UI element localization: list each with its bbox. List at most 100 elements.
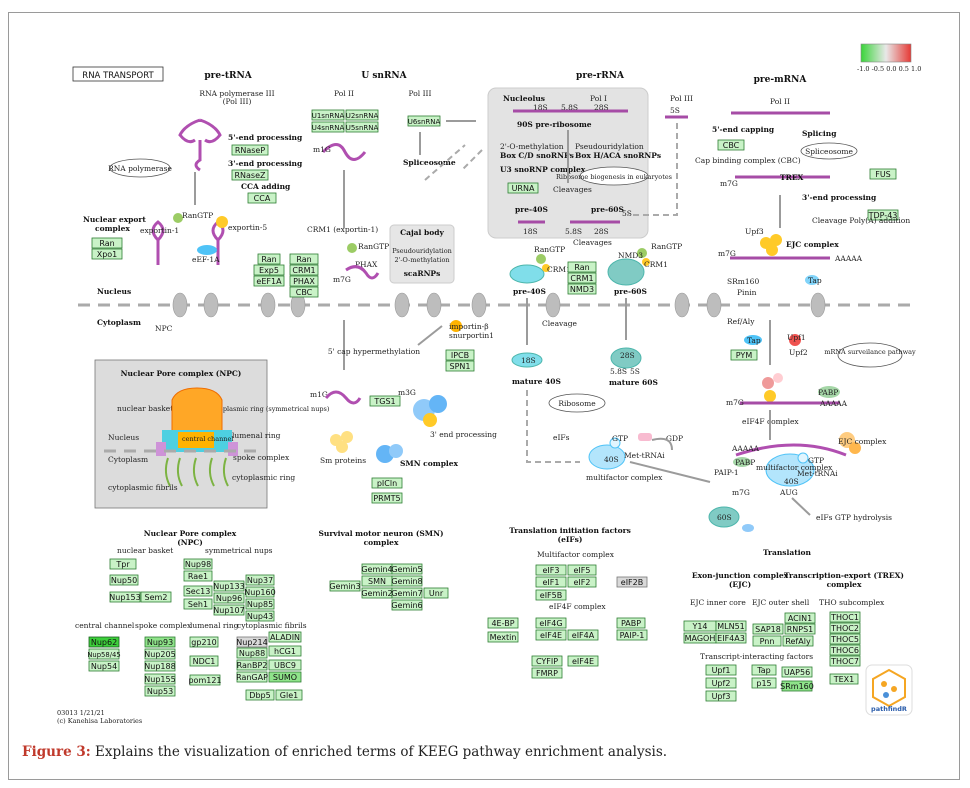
gene-eif3[interactable] — [535, 564, 567, 576]
gene-ubc9[interactable] — [268, 659, 302, 671]
gene-u4snrna[interactable] — [311, 121, 345, 133]
gene-unr[interactable] — [423, 587, 449, 599]
gene-eif4e[interactable] — [567, 655, 599, 667]
gene-crm1-2[interactable] — [567, 272, 597, 284]
gene-acin1[interactable] — [784, 612, 816, 624]
gene-phax[interactable] — [289, 275, 319, 287]
gene-gp210[interactable] — [189, 636, 219, 648]
gene-exp5[interactable] — [253, 264, 285, 276]
gene-pom121[interactable] — [189, 674, 221, 686]
gene-eif5b[interactable] — [535, 589, 567, 601]
gene-u1snrna[interactable] — [311, 109, 345, 121]
ribosome-oval[interactable] — [548, 393, 606, 413]
gene-nup62[interactable] — [88, 636, 120, 648]
gene-nmd3[interactable] — [567, 283, 597, 295]
gene-cca[interactable] — [247, 192, 277, 204]
gene-tdp43[interactable] — [867, 209, 899, 221]
gene-prmt5[interactable] — [371, 492, 403, 504]
gene-p15[interactable] — [751, 677, 777, 689]
gene-gemin3[interactable] — [329, 580, 361, 592]
gene-nup43[interactable] — [245, 610, 275, 622]
gene-thoc6[interactable] — [829, 644, 861, 656]
gene-fus[interactable] — [869, 168, 897, 180]
gene-spn1[interactable] — [445, 360, 475, 372]
gene-nup96[interactable] — [213, 592, 245, 604]
gene-seh1[interactable] — [183, 598, 213, 610]
gene-4e-bp[interactable] — [487, 617, 519, 629]
gene-ran-4[interactable] — [567, 261, 597, 273]
gene-sap18[interactable] — [752, 623, 784, 635]
gene-eif4e[interactable] — [535, 629, 567, 641]
gene-nup214[interactable] — [236, 636, 268, 648]
gene-fmrp[interactable] — [531, 667, 563, 679]
gene-nup88[interactable] — [236, 647, 268, 659]
gene-nup133[interactable] — [213, 580, 245, 592]
gene-xpo1[interactable] — [91, 248, 123, 260]
gene-nup54[interactable] — [88, 660, 120, 672]
gene-nup205[interactable] — [144, 648, 176, 660]
gene-aladin[interactable] — [268, 631, 302, 643]
gene-paip-1[interactable] — [616, 629, 648, 641]
gene-nup37[interactable] — [245, 574, 275, 586]
gene-dbp5[interactable] — [245, 689, 275, 701]
gene-upf3[interactable] — [705, 690, 737, 702]
gene-eif1[interactable] — [535, 576, 567, 588]
gene-srm160[interactable] — [781, 680, 813, 692]
gene-cyfip[interactable] — [531, 655, 563, 667]
gene-gemin5[interactable] — [391, 563, 423, 575]
gene-eif4a3[interactable] — [715, 632, 747, 644]
gene-mextin[interactable] — [487, 631, 519, 643]
gene-ran-2[interactable] — [257, 253, 281, 265]
gene-ipcb[interactable] — [445, 349, 475, 361]
gene-nup85[interactable] — [245, 598, 275, 610]
ribo-bio-oval[interactable] — [579, 166, 649, 186]
gene-rnasep[interactable] — [231, 144, 269, 156]
gene-upf1[interactable] — [705, 664, 737, 676]
gene-thoc7[interactable] — [829, 655, 861, 667]
gene-picln[interactable] — [371, 477, 403, 489]
gene-nup160[interactable] — [245, 586, 275, 598]
gene-eif5[interactable] — [567, 564, 597, 576]
gene-gemin8[interactable] — [391, 575, 423, 587]
spliceosome-oval[interactable] — [800, 142, 858, 160]
gene-thoc1[interactable] — [829, 611, 861, 623]
gene-pabp[interactable] — [616, 617, 646, 629]
gene-eif2[interactable] — [567, 576, 597, 588]
gene-ndc1[interactable] — [189, 655, 219, 667]
mrna-surv-oval[interactable] — [837, 342, 903, 368]
gene-tgs1[interactable] — [369, 395, 401, 407]
gene-pym[interactable] — [730, 349, 758, 361]
gene-gemin7[interactable] — [391, 587, 423, 599]
gene-rangap[interactable] — [236, 671, 268, 683]
gene-upf2[interactable] — [705, 677, 737, 689]
gene-uap56[interactable] — [781, 666, 813, 678]
gene-refaly[interactable] — [782, 635, 814, 647]
gene-gle1[interactable] — [275, 689, 303, 701]
gene-sumo[interactable] — [268, 671, 302, 683]
gene-tpr[interactable] — [109, 558, 137, 570]
gene-sec13[interactable] — [183, 585, 213, 597]
gene-crm1-1[interactable] — [289, 264, 319, 276]
gene-eif4a[interactable] — [567, 629, 599, 641]
gene-eif4g[interactable] — [535, 617, 567, 629]
gene-nup93[interactable] — [144, 636, 176, 648]
gene-ranbp2[interactable] — [236, 659, 268, 671]
gene-cbc-2[interactable] — [717, 139, 745, 151]
gene-pnn[interactable] — [752, 635, 782, 647]
gene-ran-3[interactable] — [289, 253, 319, 265]
gene-eif2b[interactable] — [616, 576, 648, 588]
gene-hcg1[interactable] — [268, 645, 302, 657]
gene-u2snrna[interactable] — [345, 109, 379, 121]
gene-nup50[interactable] — [109, 574, 139, 586]
gene-rnasez[interactable] — [231, 169, 269, 181]
gene-cbc-1[interactable] — [289, 286, 319, 298]
gene-thoc5[interactable] — [829, 633, 861, 645]
gene-sem2[interactable] — [140, 591, 172, 603]
gene-nup98[interactable] — [183, 558, 213, 570]
gene-ran-1[interactable] — [91, 237, 123, 249]
gene-nup188[interactable] — [144, 660, 176, 672]
gene-tap[interactable] — [751, 664, 777, 676]
gene-mln51[interactable] — [715, 620, 747, 632]
gene-eef1a[interactable] — [253, 275, 285, 287]
gene-rae1[interactable] — [183, 570, 213, 582]
